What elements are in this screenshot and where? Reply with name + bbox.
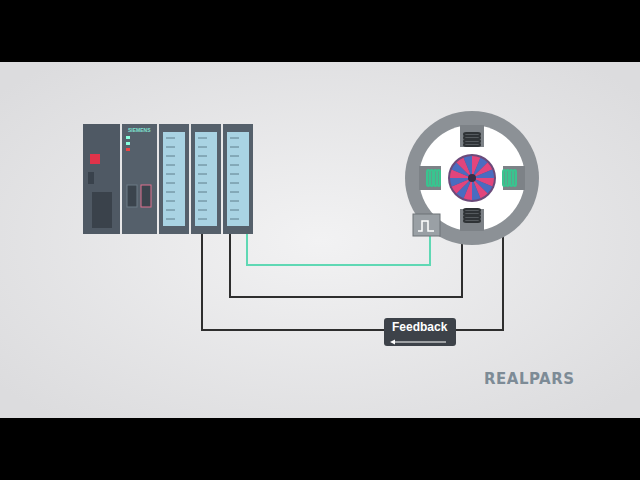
rotor-shaft (468, 174, 476, 182)
strip-line (230, 174, 239, 175)
io-module (223, 124, 253, 234)
strip-line (166, 210, 175, 211)
strip-line (198, 156, 207, 157)
power-wire (230, 234, 462, 297)
label-strip (163, 132, 185, 226)
coil-turn (503, 170, 506, 186)
coil-windings (427, 133, 516, 222)
port (141, 185, 151, 207)
io-module (191, 124, 221, 234)
stator-pole (419, 166, 441, 190)
coil-turn (464, 137, 480, 140)
label-strip (227, 132, 249, 226)
strip-line (166, 201, 175, 202)
coil-turn (464, 216, 480, 219)
coil-turn (514, 170, 517, 186)
led (126, 142, 130, 145)
strip-line (166, 174, 175, 175)
strip-line (198, 183, 207, 184)
power-supply (83, 124, 120, 234)
coil-turn (438, 170, 441, 186)
io-module (159, 124, 189, 234)
signal-label: Feedback (392, 321, 456, 334)
strip-line (166, 183, 175, 184)
strip-line (166, 156, 175, 157)
coil-turn (464, 220, 480, 223)
coil-turn (434, 170, 437, 186)
background (0, 62, 640, 418)
coil-turn (510, 170, 513, 186)
rotor-rim (448, 154, 496, 202)
strip-line (166, 165, 175, 166)
strip-line (230, 156, 239, 157)
coil-turn (464, 140, 480, 143)
strip-line (198, 210, 207, 211)
cpu-module (122, 124, 157, 234)
plc-rack (83, 124, 253, 234)
strip-line (230, 219, 239, 220)
memory-slot (127, 185, 137, 207)
coil-turn (427, 170, 430, 186)
strip-line (166, 192, 175, 193)
signal-wire (247, 234, 430, 265)
coil-turn (464, 213, 480, 216)
strip-line (230, 201, 239, 202)
stator-pole (460, 125, 484, 147)
terminal-cover (92, 192, 112, 228)
motor-housing (405, 111, 539, 245)
strip-line (198, 174, 207, 175)
strip-line (198, 147, 207, 148)
coil-turn (507, 170, 510, 186)
led (126, 148, 130, 151)
strip-line (198, 165, 207, 166)
strip-line (198, 201, 207, 202)
led (90, 154, 100, 164)
strip-line (166, 219, 175, 220)
encoder-sensor (413, 214, 440, 236)
label-strip (195, 132, 217, 226)
strip-line (198, 138, 207, 139)
strip-line (198, 192, 207, 193)
strip-line (230, 165, 239, 166)
coil-turn (464, 209, 480, 212)
plc-brand-plate: SIEMENS (127, 127, 152, 135)
pulse-symbol (418, 221, 434, 231)
strip-line (230, 147, 239, 148)
io-strips (163, 132, 249, 226)
arrow-shaft (394, 342, 446, 343)
strip-line (230, 210, 239, 211)
watermark: REALPARS (484, 370, 575, 388)
stator-pole (460, 209, 484, 231)
stepper-motor (405, 111, 539, 245)
rotor (448, 154, 496, 202)
coil-turn (464, 144, 480, 147)
switch (88, 172, 94, 184)
coil-turn (431, 170, 434, 186)
strip-line (230, 183, 239, 184)
brand-text: SIEMENS (128, 128, 152, 134)
led (126, 136, 130, 139)
strip-line (166, 138, 175, 139)
stator-pole (503, 166, 525, 190)
strip-line (166, 147, 175, 148)
arrow-head (390, 340, 395, 345)
strip-line (230, 138, 239, 139)
coil-turn (464, 133, 480, 136)
feedback-tag: Feedback (384, 318, 456, 346)
strip-line (198, 219, 207, 220)
strip-line (230, 192, 239, 193)
